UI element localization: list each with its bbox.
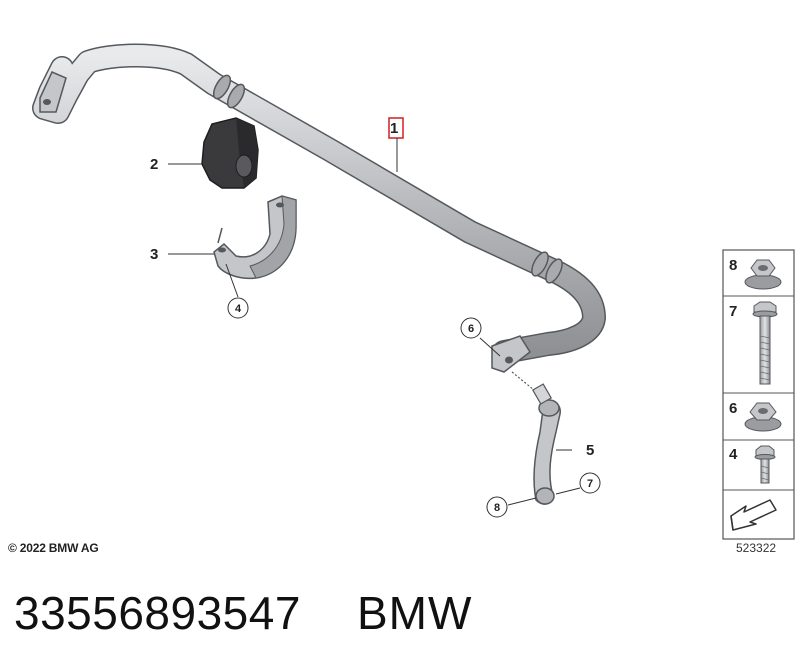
callout-6: 6 [468,323,474,335]
callout-4-circle: 4 [227,297,249,319]
leader-lines [168,138,581,506]
legend-item-8: 8 [729,257,737,274]
callout-8: 8 [494,502,500,514]
rubber-mount [201,117,259,189]
copyright-notice: © 2022 BMW AG [8,541,99,555]
stabilizer-link [511,371,561,505]
callout-1: 1 [390,120,398,137]
highlight-box [388,117,404,139]
hex-nut-icon [744,402,782,432]
callout-4: 4 [235,303,242,315]
screw-icon [754,445,776,484]
legend-item-4: 4 [729,446,738,463]
callout-2: 2 [150,156,158,173]
diagram-id: 523322 [736,541,777,555]
part-number: 33556893547 [14,587,301,639]
legend-item-6: 6 [729,400,737,417]
bracket [213,195,297,280]
legend-item-7: 7 [729,303,737,320]
callout-7: 7 [587,478,593,490]
callout-3: 3 [150,246,158,263]
callout-5: 5 [586,442,594,459]
callout-7-circle: 7 [579,472,601,494]
stabilizer-bar [32,43,606,373]
bolt-icon [752,301,778,385]
callout-8-circle: 8 [486,496,508,518]
callout-6-circle: 6 [460,317,482,339]
brand-label: BMW [357,587,473,639]
hardware-legend: 8 7 6 4 [722,249,795,540]
direction-arrow-icon [730,499,777,531]
flange-nut-icon [744,259,782,290]
